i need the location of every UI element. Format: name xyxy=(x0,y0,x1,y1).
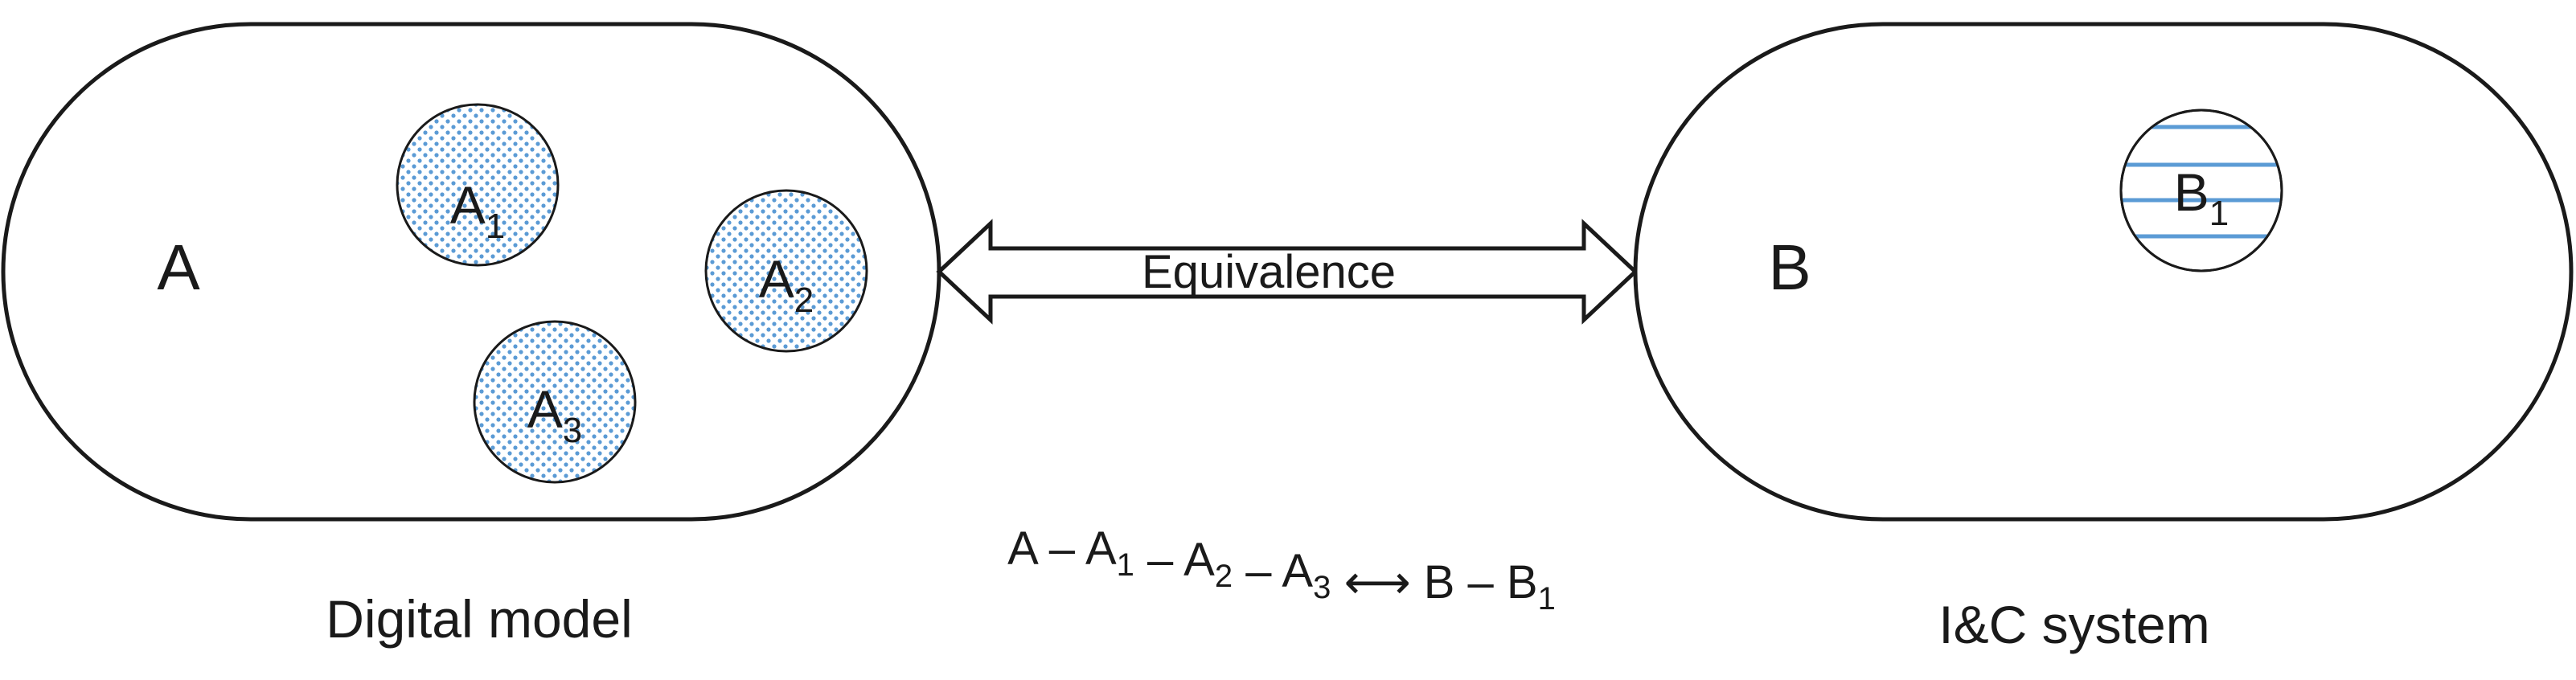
formula-subscript: 1 xyxy=(1538,581,1556,617)
subset-a1-circle xyxy=(396,103,560,267)
formula-term: – xyxy=(1454,556,1507,608)
subset-a2: A2 xyxy=(704,189,868,353)
formula-term: – xyxy=(1036,522,1085,575)
formula-term: – xyxy=(1233,545,1282,597)
subset-a1: A1 xyxy=(396,103,560,267)
ic-system-set: B B1 I&C system xyxy=(1633,22,2574,654)
formula-term: A xyxy=(1282,545,1313,597)
formula-term: A xyxy=(1007,522,1039,575)
subset-a3: A3 xyxy=(473,320,637,484)
formula-term: – xyxy=(1134,534,1183,586)
formula-term: A xyxy=(1085,522,1117,575)
set-b-boundary xyxy=(1633,22,2574,522)
digital-model-caption: Digital model xyxy=(326,589,633,649)
ic-system-caption: I&C system xyxy=(1938,595,2209,654)
formula-term: B xyxy=(1424,556,1455,608)
formula-term: B xyxy=(1507,556,1538,608)
subset-a3-label: A3 xyxy=(527,379,583,450)
digital-model-set: A A1 A2 A3 Digital model xyxy=(1,22,941,649)
subset-a2-label: A2 xyxy=(759,249,814,320)
equivalence-formula: A – A1 – A2 – A3 ⟷ B – B1 xyxy=(1007,522,1556,617)
formula-term: A xyxy=(1183,534,1215,586)
equivalence-label: Equivalence xyxy=(1142,246,1396,298)
subset-a1-label: A1 xyxy=(450,175,506,246)
subset-a2-circle xyxy=(704,189,868,353)
subset-b1-label: B1 xyxy=(2174,162,2229,233)
formula-subscript: 3 xyxy=(1313,570,1331,605)
subset-a3-circle xyxy=(473,320,637,484)
set-b-label: B xyxy=(1768,231,1811,303)
equivalence-arrow: Equivalence xyxy=(936,219,1639,325)
formula-term: ⟷ xyxy=(1331,556,1423,608)
set-a-label: A xyxy=(157,231,200,303)
formula-subscript: 2 xyxy=(1215,559,1233,594)
formula-subscript: 1 xyxy=(1117,547,1134,583)
